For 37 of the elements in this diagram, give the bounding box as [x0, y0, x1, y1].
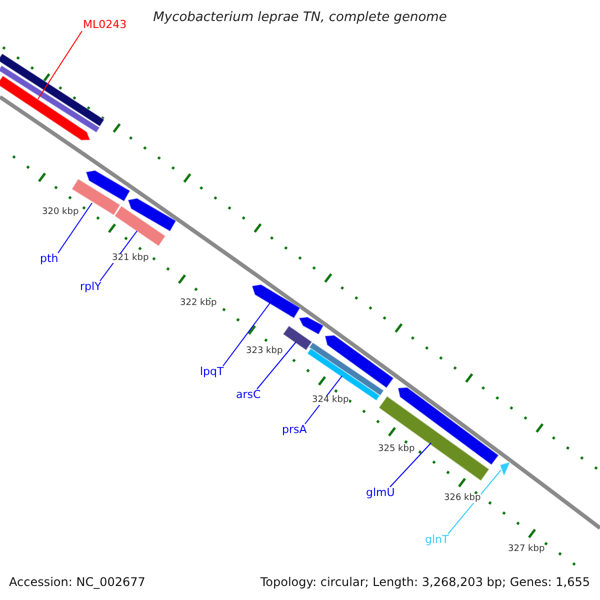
gene-label: pth: [40, 253, 58, 264]
position-label: 327 kbp: [508, 545, 545, 554]
leader-line: [448, 470, 502, 534]
position-label: 326 kbp: [444, 494, 481, 503]
gene-marker: [499, 461, 511, 478]
gene-bar: [0, 64, 100, 134]
gene-bar: [324, 334, 394, 389]
accession-text: Accession: NC_002677: [9, 576, 146, 588]
genome-info-text: Topology: circular; Length: 3,268,203 bp; Genes: 1,655: [260, 576, 590, 588]
position-label: 323 kbp: [246, 347, 283, 356]
gene-label: prsA: [282, 424, 307, 435]
gene-bar: [85, 170, 131, 202]
position-label: 324 kbp: [312, 396, 349, 405]
leader-line: [58, 202, 92, 254]
leader-line: [256, 342, 296, 390]
leader-line: [390, 442, 432, 488]
position-label: 320 kbp: [42, 208, 79, 217]
position-label: 325 kbp: [378, 445, 415, 454]
gene-bar: [397, 386, 500, 466]
gene-label: glnT: [425, 534, 449, 545]
leader-line: [222, 302, 270, 366]
gene-label: ML0243: [83, 19, 127, 30]
gene-label: arsC: [236, 389, 261, 400]
gene-label: lpqT: [200, 366, 224, 377]
position-label: 322 kbp: [180, 299, 217, 308]
gene-bar: [0, 75, 91, 141]
gene-bar: [114, 205, 166, 247]
gene-bar: [251, 284, 301, 319]
leader-line: [38, 30, 82, 100]
gene-bar: [378, 396, 490, 482]
position-label: 321 kbp: [112, 254, 149, 263]
gene-label: glmU: [366, 487, 395, 498]
gene-bar: [282, 325, 313, 351]
gene-label: rplY: [80, 281, 102, 292]
gene-bar: [127, 198, 177, 232]
gene-bar: [0, 52, 105, 128]
gene-bar: [298, 316, 324, 336]
